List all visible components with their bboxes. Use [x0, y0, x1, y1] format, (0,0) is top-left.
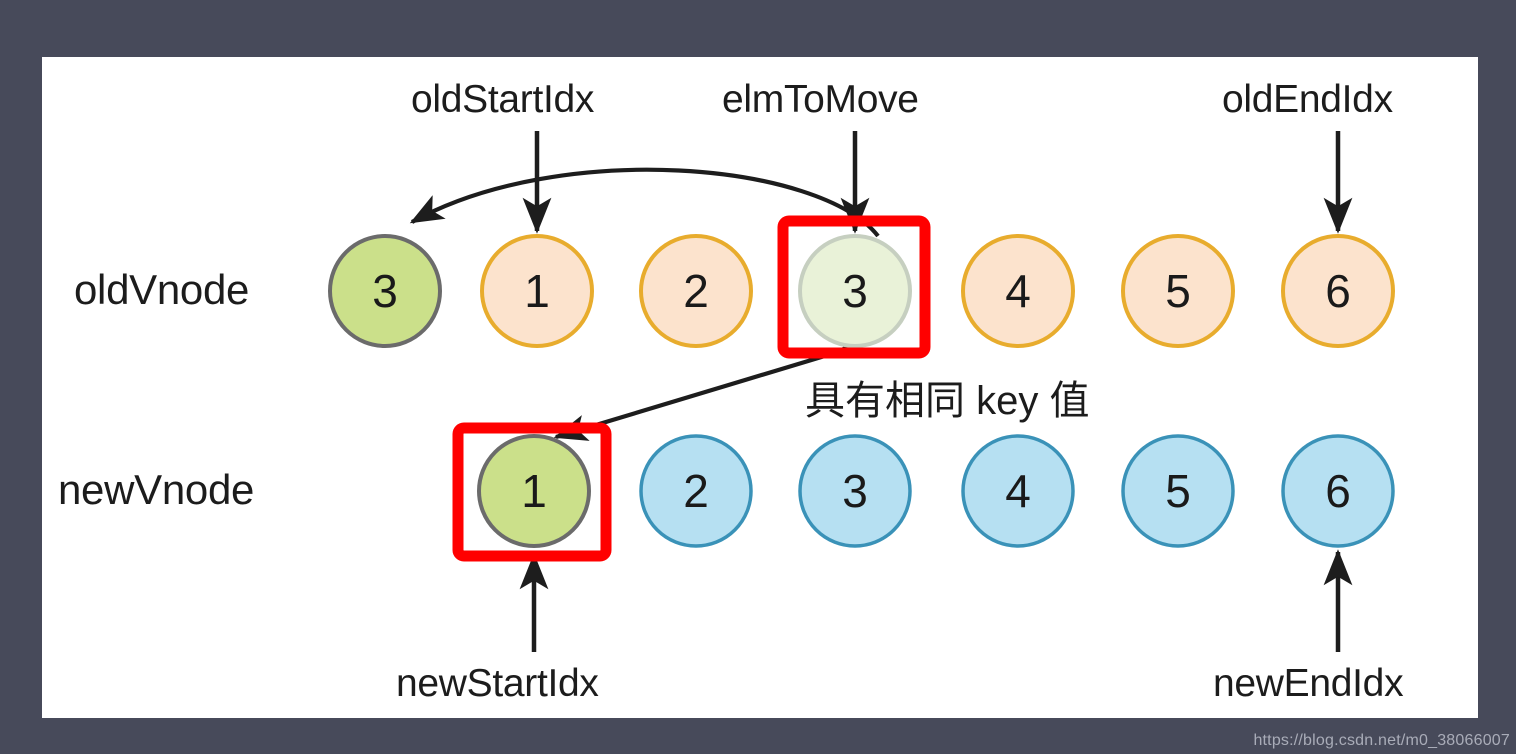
label-elm-to-move: elmToMove: [722, 78, 919, 121]
label-old-end-idx: oldEndIdx: [1222, 78, 1393, 121]
diagram-panel: [42, 57, 1478, 718]
label-old-start-idx: oldStartIdx: [411, 78, 595, 121]
node-new-2-value: 3: [842, 465, 868, 517]
node-old-3-value: 3: [842, 265, 868, 317]
node-old-1-value: 1: [524, 265, 550, 317]
node-new-0-value: 1: [521, 465, 547, 517]
node-new-3-value: 4: [1005, 465, 1031, 517]
node-new-4-value: 5: [1165, 465, 1191, 517]
label-row-new-vnode: newVnode: [58, 466, 255, 513]
watermark: https://blog.csdn.net/m0_38066007: [1253, 732, 1510, 749]
node-new-5-value: 6: [1325, 465, 1351, 517]
node-old-0-value: 3: [372, 265, 398, 317]
label-row-old-vnode: oldVnode: [74, 266, 250, 313]
node-old-6-value: 6: [1325, 265, 1351, 317]
note-same-key: 具有相同 key 值: [805, 379, 1090, 423]
label-new-start-idx: newStartIdx: [396, 662, 599, 705]
label-new-end-idx: newEndIdx: [1213, 662, 1404, 705]
node-old-5-value: 5: [1165, 265, 1191, 317]
node-old-4-value: 4: [1005, 265, 1031, 317]
node-new-1-value: 2: [683, 465, 709, 517]
node-old-2-value: 2: [683, 265, 709, 317]
